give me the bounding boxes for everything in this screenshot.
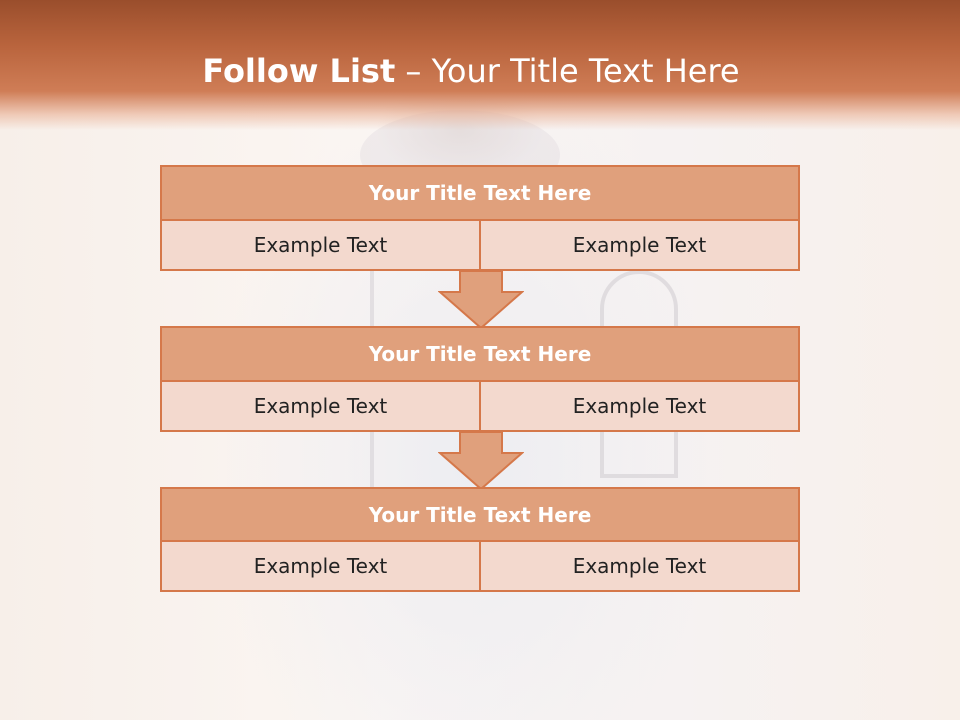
down-arrow-icon: [438, 431, 524, 491]
block-row: Example Text Example Text: [160, 221, 800, 271]
block-header: Your Title Text Here: [160, 326, 800, 382]
block-cell-left: Example Text: [160, 542, 481, 592]
block-row: Example Text Example Text: [160, 382, 800, 432]
block-cell-left: Example Text: [160, 382, 481, 432]
block-row: Example Text Example Text: [160, 542, 800, 592]
slide-title: Follow List – Your Title Text Here: [0, 52, 942, 90]
list-block-1: Your Title Text Here Example Text Exampl…: [160, 165, 800, 271]
title-bold: Follow List: [202, 52, 396, 90]
down-arrow-icon: [438, 270, 524, 330]
title-rest: – Your Title Text Here: [395, 52, 740, 90]
block-cell-right: Example Text: [481, 542, 800, 592]
list-block-2: Your Title Text Here Example Text Exampl…: [160, 326, 800, 432]
block-cell-right: Example Text: [481, 221, 800, 271]
header-band: [0, 0, 960, 130]
block-header: Your Title Text Here: [160, 165, 800, 221]
block-cell-left: Example Text: [160, 221, 481, 271]
list-block-3: Your Title Text Here Example Text Exampl…: [160, 487, 800, 592]
block-cell-right: Example Text: [481, 382, 800, 432]
block-header: Your Title Text Here: [160, 487, 800, 542]
